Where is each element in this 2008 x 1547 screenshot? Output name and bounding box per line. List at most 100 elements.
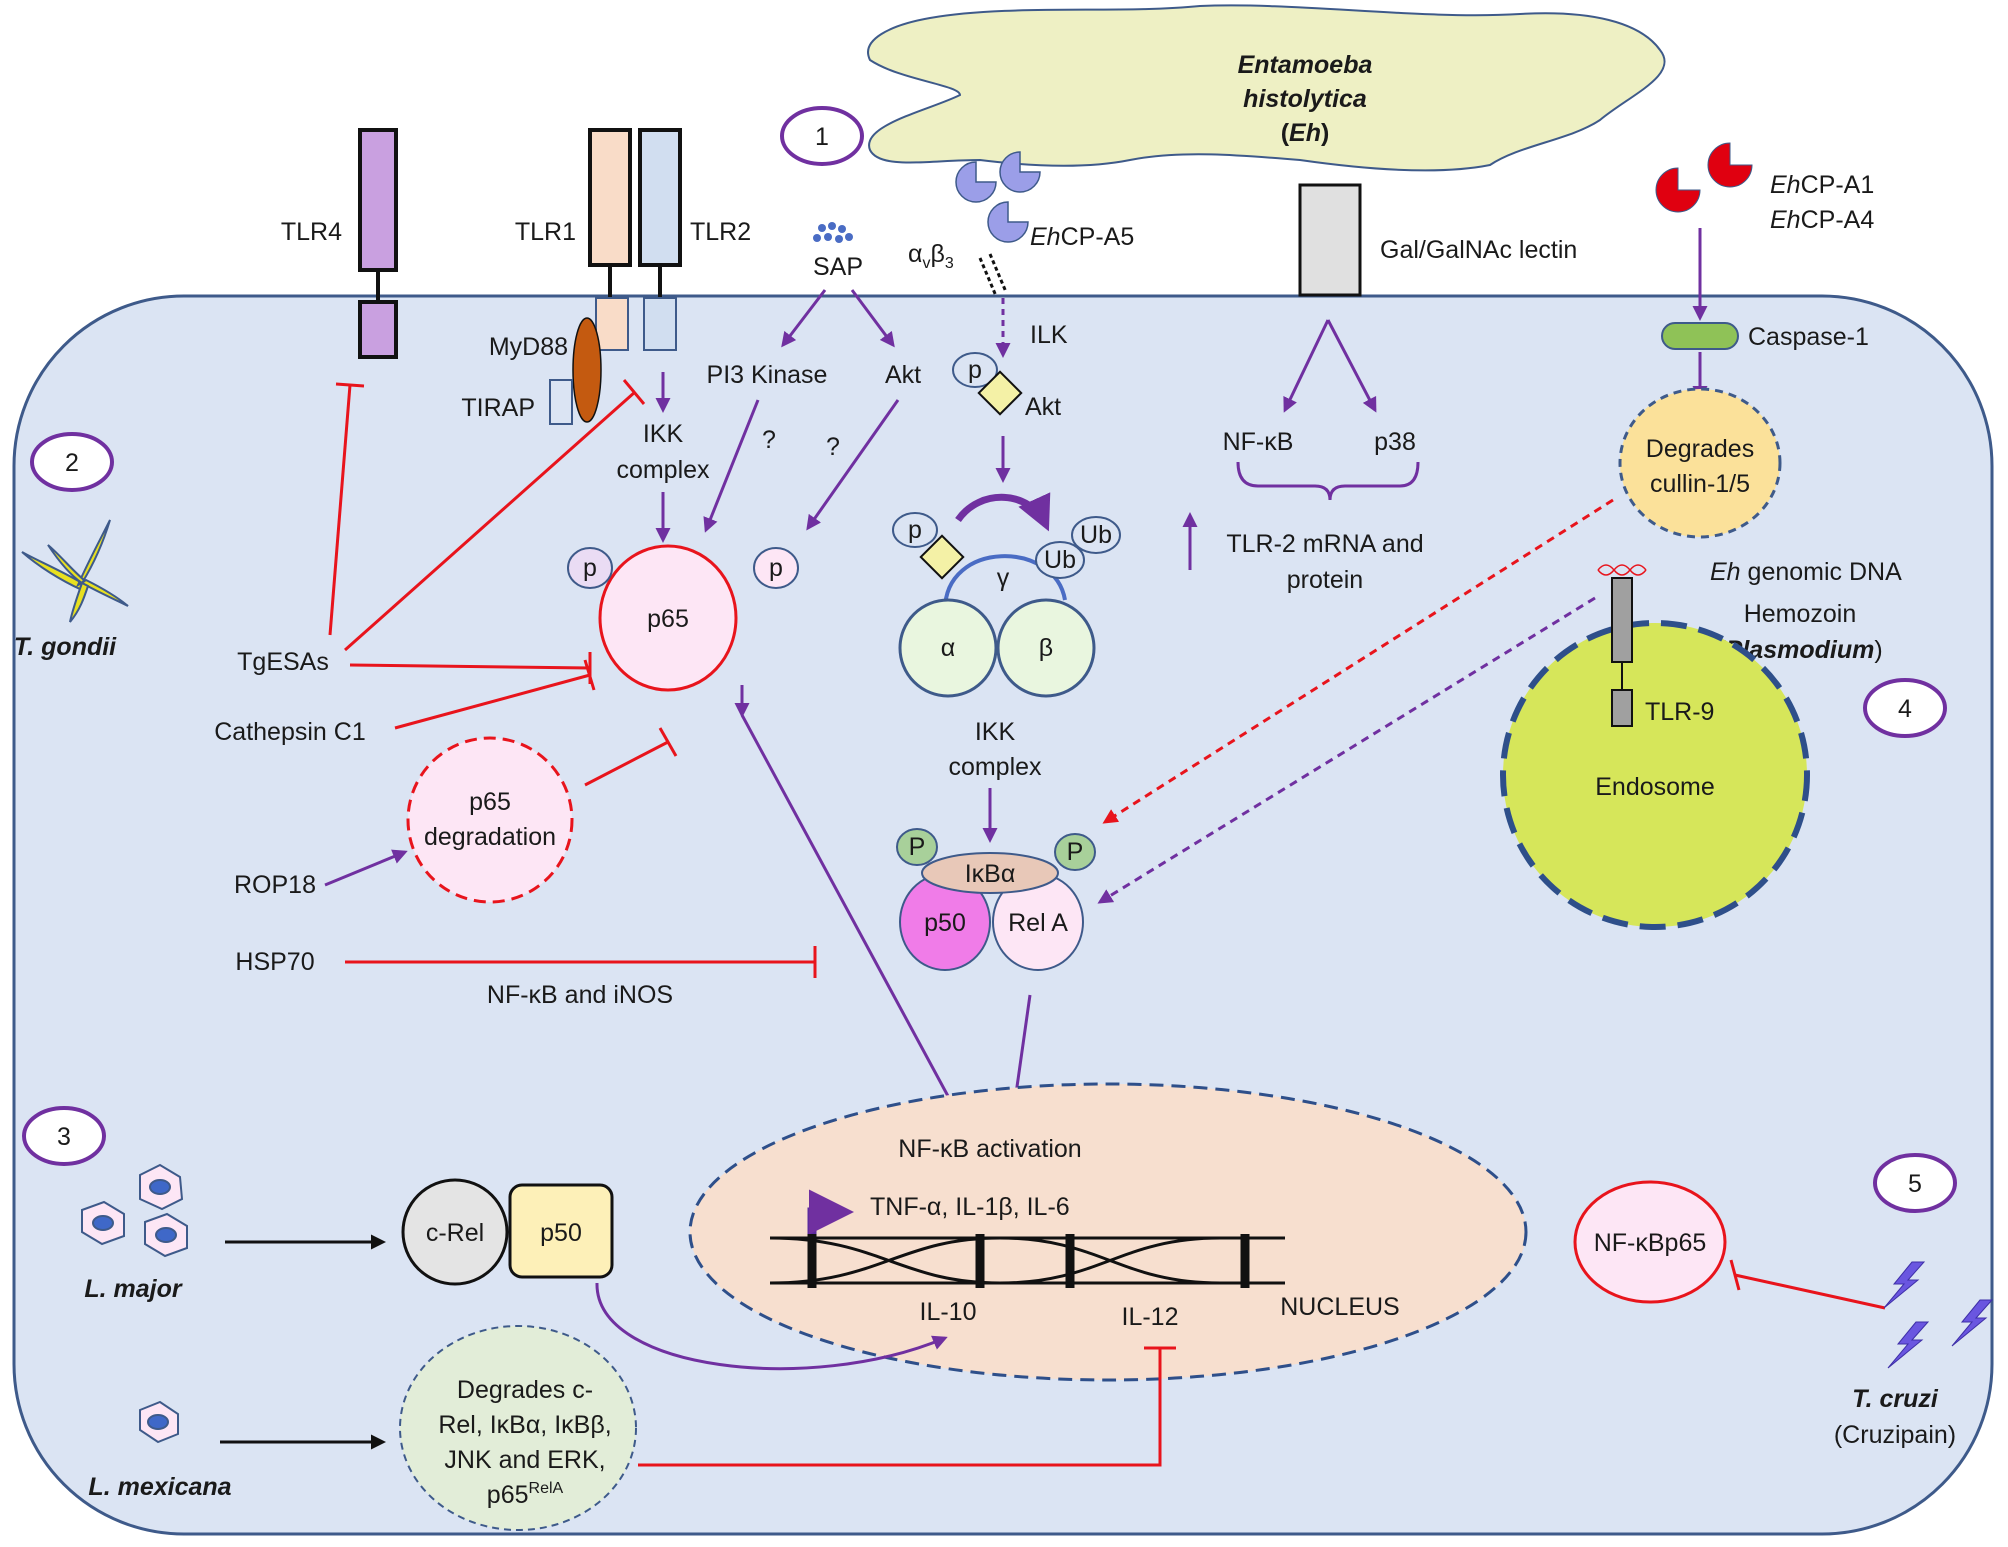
ubiquitination-arrow	[955, 492, 1051, 532]
tlr2-label: TLR2	[690, 218, 751, 246]
p65-phospho-right	[753, 547, 799, 589]
crel-label: c-Rel	[426, 1219, 484, 1247]
sap-to-pi3k-arrow	[781, 289, 827, 348]
ikk-phospho	[892, 512, 938, 548]
tlr1-extracellular	[588, 128, 632, 267]
ubiquitin-2-label: Ub	[1044, 546, 1076, 574]
ehcp-a5-label: EhCP-A5	[1030, 223, 1134, 251]
genomic-dna-label: Eh genomic DNA	[1710, 558, 1902, 586]
ehcp-a1-a4-enzymes	[1655, 142, 1753, 213]
tlr9-intracellular	[1611, 689, 1633, 727]
degrades-line2: Rel, IκBα, IκBβ,	[438, 1411, 611, 1439]
lectin-label: Gal/GalNAc lectin	[1380, 236, 1577, 264]
nfkb-lectin-label: NF-κB	[1223, 428, 1294, 456]
ehcp-a4-label: EhCP-A4	[1770, 206, 1874, 234]
nfkbp65-label: NF-κBp65	[1594, 1229, 1707, 1257]
il12-label: IL-12	[1122, 1303, 1179, 1331]
entamoeba-abbr: (Eh)	[1281, 119, 1330, 147]
l-major-label: L. major	[84, 1275, 183, 1303]
l-mexicana-label: L. mexicana	[88, 1473, 231, 1501]
tlr4-extracellular	[358, 128, 398, 272]
akt-center-phospho	[952, 352, 998, 388]
cytokines-label: TNF-α, IL-1β, IL-6	[870, 1193, 1070, 1221]
tlr1-intracellular	[595, 297, 629, 351]
entamoeba-cell	[867, 4, 1666, 172]
tlr2-mrna-line2: protein	[1287, 566, 1363, 594]
lectin-to-nfkb-arrow	[1283, 319, 1330, 413]
ikk-gamma-label: γ	[997, 564, 1010, 592]
ikk-center-line1: IKK	[975, 718, 1016, 746]
section-3-number: 3	[57, 1123, 71, 1151]
ehcp-a5-enzymes	[955, 151, 1041, 243]
tirap-label: TIRAP	[461, 394, 535, 422]
p65-degradation-node	[406, 736, 574, 904]
ubiquitin-1	[1071, 516, 1121, 554]
entamoeba-name-line2: histolytica	[1243, 85, 1367, 113]
cathepsin-c1-label: Cathepsin C1	[214, 718, 365, 746]
l-major-cells-icon	[81, 1163, 188, 1258]
pi3k-label: PI3 Kinase	[707, 361, 828, 389]
degrades-crel-node	[399, 1325, 637, 1531]
gal-galnac-lectin	[1298, 183, 1362, 297]
ikk-diamond	[919, 534, 965, 580]
p50-leishmania-label: p50	[540, 1219, 582, 1247]
akt-left-label: Akt	[885, 361, 921, 389]
myd88-adaptor	[572, 317, 602, 423]
dna-helix	[769, 1234, 1285, 1288]
p65-phospho-left	[567, 547, 613, 589]
akt-to-p65-arrow	[806, 399, 900, 531]
tlr9-extracellular	[1611, 577, 1633, 663]
ikba-label: IκBα	[965, 860, 1016, 888]
nucleus	[688, 1082, 1528, 1382]
degrades-cullin-line1: Degrades	[1646, 435, 1754, 463]
caspase-1-label: Caspase-1	[1748, 323, 1869, 351]
ehcp-a1-label: EhCP-A1	[1770, 171, 1874, 199]
p50-leishmania-node	[508, 1183, 614, 1279]
integrin-label: αvβ3	[908, 240, 954, 272]
p65-degradation-line2: degradation	[424, 823, 556, 851]
tlr2-mrna-line1: TLR-2 mRNA and	[1226, 530, 1423, 558]
degrades-inhibit-il12	[638, 1348, 1162, 1467]
akt-center-label: Akt	[1025, 393, 1061, 421]
dna-fragment-icon	[1597, 564, 1647, 576]
tirap-adaptor	[549, 379, 573, 425]
l-mexicana-cell-icon	[139, 1400, 179, 1444]
rop18-label: ROP18	[234, 871, 316, 899]
ikk-alpha	[898, 598, 998, 698]
lightning-bolt-icon	[1883, 1261, 1994, 1369]
crel-node	[401, 1178, 509, 1286]
ikk-left-line2: complex	[616, 456, 710, 484]
degrades-cullin-line2: cullin-1/5	[1650, 470, 1750, 498]
akt-question: ?	[826, 433, 840, 461]
ikk-beta	[996, 598, 1096, 698]
ikba-phospho-right	[1054, 833, 1096, 871]
il10-label: IL-10	[920, 1298, 977, 1326]
entamoeba-name-line1: Entamoeba	[1238, 51, 1373, 79]
p38-label: p38	[1374, 428, 1416, 456]
ilk-label: ILK	[1030, 321, 1068, 349]
t-gondii-icon	[21, 519, 129, 623]
lectin-bracket	[1236, 461, 1420, 501]
lectin-to-p38-arrow	[1326, 319, 1377, 413]
p50-center-label: p50	[924, 909, 966, 937]
degrades-line3: JNK and ERK,	[444, 1446, 605, 1474]
tgesas-inhibit-tlr4-bar	[335, 382, 365, 388]
pi3k-to-p65-arrow	[703, 399, 760, 533]
ikba-phospho-left	[896, 828, 938, 866]
tgesas-inhibit-p65	[349, 663, 591, 670]
p65deg-inhibit-p65	[584, 740, 669, 787]
section-5-marker	[1873, 1153, 1957, 1213]
section-1-number: 1	[815, 123, 829, 151]
ikk-center-line2: complex	[948, 753, 1042, 781]
section-1-marker	[780, 106, 864, 166]
tlr4-intracellular	[358, 300, 398, 359]
akt-center-diamond	[977, 370, 1023, 416]
tgesas-inhibit-tlr4	[328, 384, 352, 636]
ikba-phospho-left-label: P	[909, 833, 926, 861]
tgesas-inhibit-ikk	[344, 390, 636, 652]
section-5-number: 5	[1908, 1170, 1922, 1198]
section-4-number: 4	[1898, 695, 1912, 723]
section-2-marker	[30, 432, 114, 492]
section-2-number: 2	[65, 449, 79, 477]
